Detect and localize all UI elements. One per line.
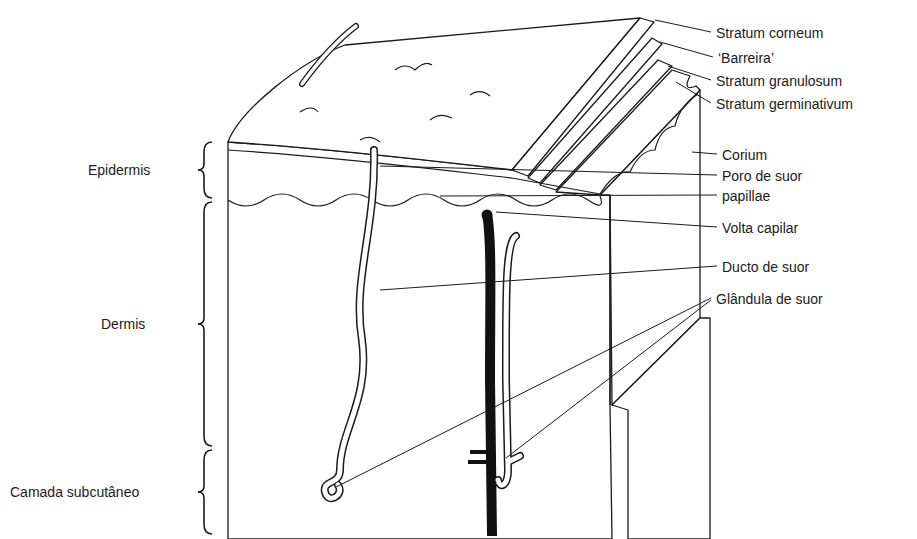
leader-line	[655, 20, 711, 32]
part-label: Dermis	[101, 316, 145, 332]
surface-mark	[300, 108, 318, 112]
sweat-duct	[325, 150, 374, 498]
part-label: Camada subcutâneo	[10, 484, 139, 500]
vessel	[498, 236, 520, 485]
epidermis-line	[228, 150, 600, 194]
part-label: Glândula de suor	[716, 291, 823, 307]
front-face	[228, 142, 612, 539]
surface-mark	[360, 137, 380, 142]
leader-line	[496, 212, 717, 227]
part-label: Poro de suor	[722, 168, 802, 184]
leader-line	[676, 82, 711, 103]
papillae-line	[600, 94, 698, 194]
bracket	[198, 142, 212, 198]
hair	[302, 26, 356, 84]
surface-mark	[395, 63, 432, 70]
hair	[302, 26, 356, 84]
part-label: Corium	[722, 147, 767, 163]
layer-germinativum	[556, 70, 700, 195]
leader-line	[440, 195, 717, 196]
leader-line	[506, 300, 711, 458]
part-label: papillae	[722, 188, 770, 204]
sweat-duct	[325, 150, 374, 498]
leader-line	[668, 66, 711, 80]
capillary	[482, 210, 493, 221]
vessel	[498, 236, 520, 485]
bracket	[198, 202, 212, 446]
part-label: Volta capilar	[722, 220, 798, 236]
part-label: Stratum corneum	[716, 25, 823, 41]
leader-line	[660, 42, 713, 57]
part-label: Ducto de suor	[722, 259, 809, 275]
leader-line	[692, 152, 717, 154]
face-edge	[609, 195, 610, 405]
part-label: Stratum granulosum	[716, 73, 842, 89]
capillary	[487, 214, 492, 536]
surface-mark	[430, 115, 452, 120]
leader-line	[336, 298, 711, 487]
bracket	[198, 450, 212, 534]
leader-line	[380, 266, 717, 290]
surface-mark	[470, 92, 490, 96]
part-label: ‘Barreira’	[718, 50, 774, 66]
capillary-branch	[468, 452, 490, 462]
leader-line	[380, 166, 717, 175]
part-label: Stratum germinativum	[716, 96, 853, 112]
part-label: Epidermis	[88, 162, 150, 178]
cut-block	[612, 318, 710, 539]
